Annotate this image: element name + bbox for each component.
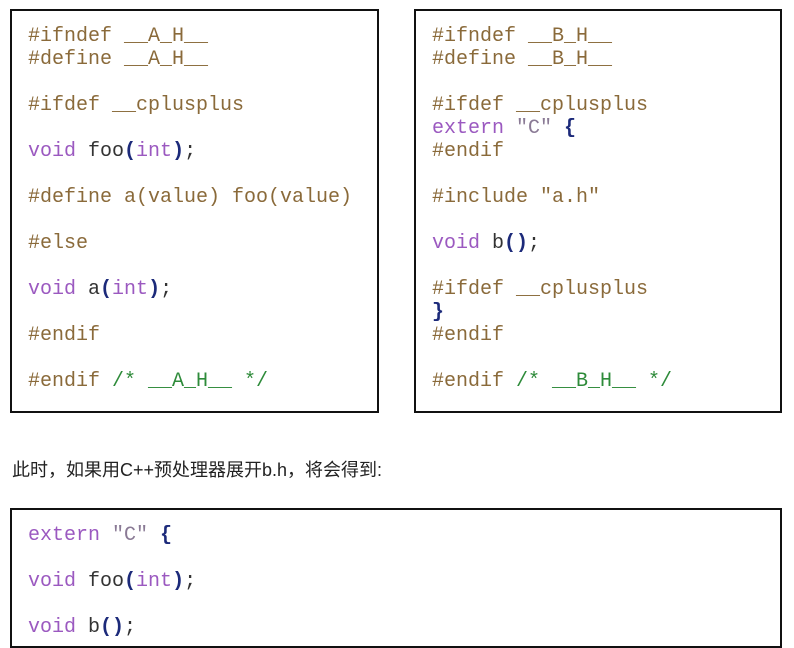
code-line: [28, 255, 377, 278]
code-line: #ifdef __cplusplus: [432, 94, 780, 117]
code-line: extern "C" {: [432, 117, 780, 140]
code-token: ;: [184, 140, 197, 163]
code-line: void a(int);: [28, 278, 377, 301]
code-line: #define __A_H__: [28, 48, 377, 71]
code-token: ;: [124, 616, 137, 639]
code-token: #endif: [28, 370, 113, 393]
code-token: void: [432, 232, 481, 255]
code-token: int: [136, 140, 173, 163]
code-block-a-h: #ifndef __A_H__#define __A_H__ #ifdef __c…: [10, 9, 379, 413]
code-token: #endif: [432, 140, 505, 163]
code-token: }: [432, 301, 445, 324]
code-token: #define __B_H__: [432, 48, 613, 71]
code-token: a: [76, 278, 101, 301]
code-token: ): [172, 570, 185, 593]
code-token: int: [112, 278, 149, 301]
code-token: extern: [432, 117, 505, 140]
code-line: #define __B_H__: [432, 48, 780, 71]
code-token: #ifndef __B_H__: [432, 25, 613, 48]
code-token: extern: [28, 524, 101, 547]
code-token: int: [136, 570, 173, 593]
code-line: #endif: [432, 324, 780, 347]
code-token: #ifdef __cplusplus: [432, 94, 649, 117]
code-line: [432, 209, 780, 232]
code-line: [28, 209, 377, 232]
code-token: (: [100, 278, 113, 301]
code-line: #define a(value) foo(value): [28, 186, 377, 209]
code-line: [432, 71, 780, 94]
code-token: ;: [184, 570, 197, 593]
code-token: #ifdef __cplusplus: [432, 278, 649, 301]
code-line: #else: [28, 232, 377, 255]
code-block-b-h: #ifndef __B_H__#define __B_H__ #ifdef __c…: [414, 9, 782, 413]
code-line: [432, 347, 780, 370]
code-line: [432, 163, 780, 186]
code-token: {: [160, 524, 173, 547]
code-line: void b();: [432, 232, 780, 255]
code-token: ;: [160, 278, 173, 301]
code-line: [28, 163, 377, 186]
code-token: #define __A_H__: [28, 48, 209, 71]
code-token: #include "a.h": [432, 186, 601, 209]
code-line: [28, 71, 377, 94]
code-line: [28, 301, 377, 324]
code-token: ;: [528, 232, 541, 255]
code-token: #ifndef __A_H__: [28, 25, 209, 48]
code-token: "C": [504, 117, 565, 140]
code-token: void: [28, 570, 77, 593]
code-token: ): [172, 140, 185, 163]
code-token: b: [76, 616, 101, 639]
code-token: b: [480, 232, 505, 255]
code-line: #endif /* __B_H__ */: [432, 370, 780, 393]
code-token: void: [28, 616, 77, 639]
code-token: ): [148, 278, 161, 301]
code-line: void foo(int);: [28, 140, 377, 163]
code-line: #include "a.h": [432, 186, 780, 209]
code-line: #ifndef __B_H__: [432, 25, 780, 48]
code-block-expanded: extern "C" {void foo(int);void b();: [10, 508, 782, 648]
code-line: }: [432, 301, 780, 324]
code-token: (): [100, 616, 125, 639]
code-token: #else: [28, 232, 89, 255]
explanation-text: 此时，如果用C++预处理器展开b.h，将会得到:: [12, 460, 383, 480]
code-token: void: [28, 140, 77, 163]
code-line: [28, 117, 377, 140]
code-line: [28, 347, 377, 370]
code-token: (: [124, 140, 137, 163]
code-token: (): [504, 232, 529, 255]
code-line: #endif /* __A_H__ */: [28, 370, 377, 393]
code-line: #ifndef __A_H__: [28, 25, 377, 48]
code-token: "C": [100, 524, 161, 547]
code-token: {: [564, 117, 577, 140]
code-line: #endif: [28, 324, 377, 347]
code-token: /* __A_H__ */: [112, 370, 269, 393]
code-token: foo: [76, 570, 125, 593]
code-line: #endif: [432, 140, 780, 163]
code-token: #ifdef __cplusplus: [28, 94, 245, 117]
code-line: extern "C" {: [28, 524, 780, 547]
code-token: #endif: [28, 324, 101, 347]
code-token: #endif: [432, 370, 517, 393]
code-line: [432, 255, 780, 278]
code-token: #endif: [432, 324, 505, 347]
code-token: void: [28, 278, 77, 301]
code-token: foo: [76, 140, 125, 163]
code-line: #ifdef __cplusplus: [432, 278, 780, 301]
code-line: void b();: [28, 616, 780, 639]
code-token: (: [124, 570, 137, 593]
code-line: [28, 593, 780, 616]
code-line: void foo(int);: [28, 570, 780, 593]
code-token: #define a(value) foo(value): [28, 186, 353, 209]
code-token: /* __B_H__ */: [516, 370, 673, 393]
code-line: #ifdef __cplusplus: [28, 94, 377, 117]
code-line: [28, 547, 780, 570]
